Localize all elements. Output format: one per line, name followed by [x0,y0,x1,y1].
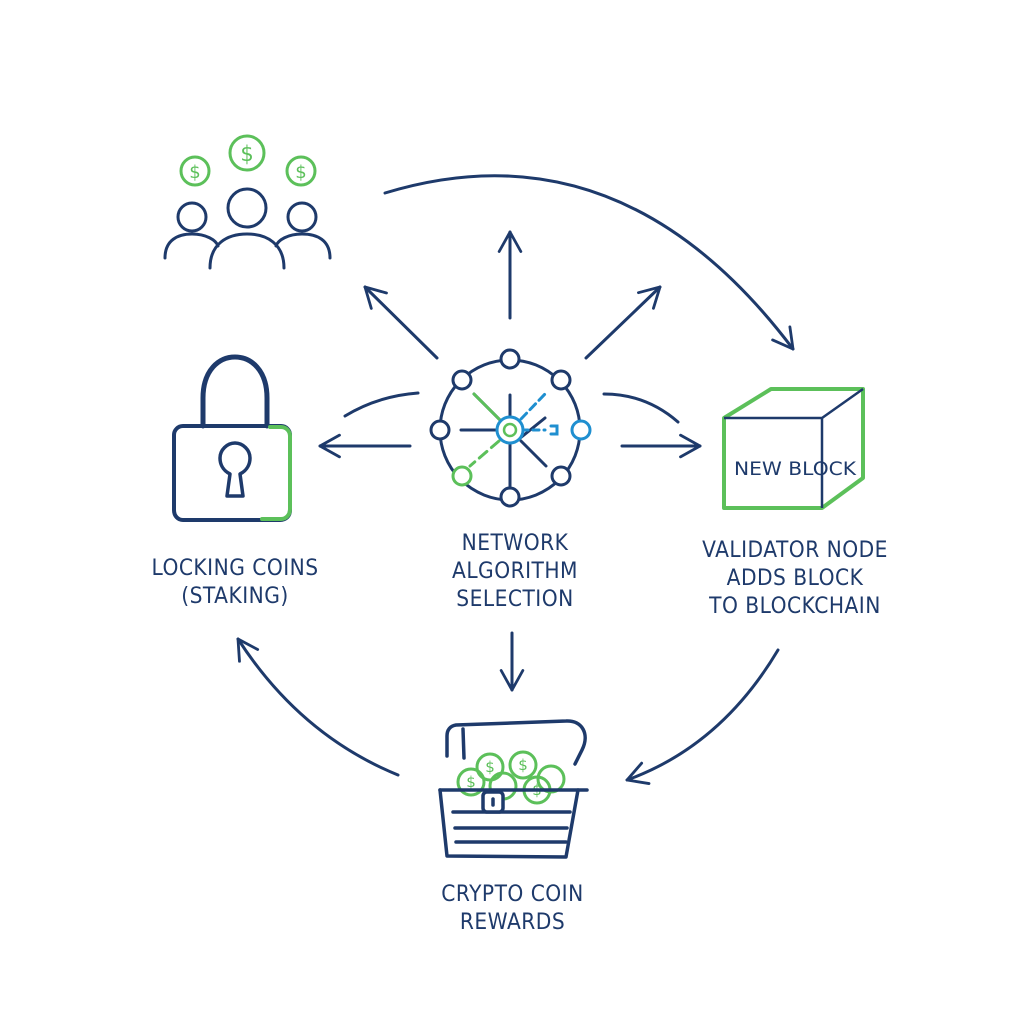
selection-arrows [318,230,702,692]
new-block-text: NEW BLOCK [734,458,857,480]
svg-text:$: $ [189,162,200,183]
dollar-coin-icon: $ [285,155,317,187]
dollar-coin-icon: $ [179,155,211,187]
validation-label: VALIDATOR NODE ADDS BLOCK TO BLOCKCHAIN [702,538,888,619]
svg-text:$: $ [518,756,528,774]
treasure-chest-icon: $$ $$ [438,719,589,859]
cycle-arrows [236,174,795,785]
dollar-coin-icon: $ [228,134,266,172]
padlock-icon [172,354,292,522]
svg-text:$: $ [485,758,495,776]
staking-label: LOCKING COINS (STAKING) [151,556,319,609]
cube-block-icon: NEW BLOCK [722,387,865,510]
svg-text:$: $ [240,142,253,166]
arrow-to-block [383,174,795,351]
people-with-coins-icon: $ $ $ [163,134,332,270]
arrow-to-staking [236,637,400,777]
svg-text:$: $ [295,162,306,183]
rewards-label: CRYPTO COIN REWARDS [441,882,584,935]
network-nodes-icon [429,348,592,508]
svg-text:$: $ [466,773,476,791]
arrow-to-rewards [625,648,780,785]
selection-label: NETWORK ALGORITHM SELECTION [452,531,578,612]
